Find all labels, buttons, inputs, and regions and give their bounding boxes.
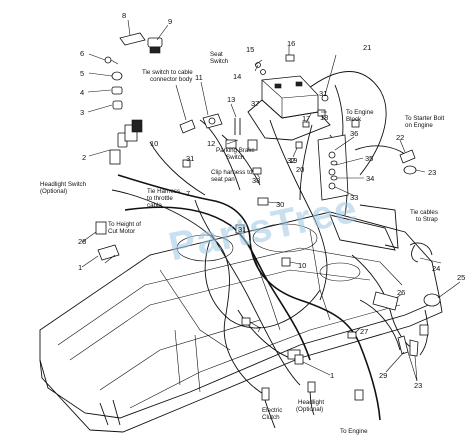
caption-tie-switch: Tie switch to cable connector body	[142, 69, 194, 83]
callout-38: 38	[252, 176, 260, 185]
caption-starter-bolt: To Starter Bolt on Engine	[405, 115, 446, 129]
callout-25: 25	[457, 273, 465, 282]
callout-23-top: 23	[428, 168, 436, 177]
callout-8: 8	[122, 11, 126, 20]
callout-18: 18	[320, 113, 328, 122]
captions: Seat Switch Tie switch to cable connecto…	[40, 51, 446, 435]
callout-17: 17	[302, 114, 310, 123]
callout-36: 36	[350, 129, 358, 138]
callout-34: 34	[366, 174, 374, 183]
caption-headlight-switch: Headlight Switch (Optional)	[40, 181, 88, 195]
callout-1-left: 1	[78, 263, 82, 272]
callout-7-top: 7	[186, 189, 190, 198]
caption-seat-switch: Seat Switch	[210, 51, 229, 65]
callout-3: 3	[80, 108, 84, 117]
callout-5: 5	[80, 69, 84, 78]
components	[95, 32, 441, 401]
callout-27: 27	[360, 327, 368, 336]
callout-6: 6	[80, 49, 84, 58]
callout-29: 29	[379, 371, 387, 380]
callout-7-low: 7	[257, 325, 261, 334]
callout-14: 14	[233, 72, 241, 81]
caption-clip-harness: Clip harness to seat pan	[211, 169, 254, 183]
callout-31-top: 31	[319, 89, 327, 98]
leader-lines	[81, 19, 461, 382]
callout-22: 22	[396, 133, 404, 142]
callout-9: 9	[168, 17, 172, 26]
caption-headlight: Headlight (Optional)	[296, 399, 326, 413]
caption-tie-cables: Tie cables to Strap	[410, 209, 440, 223]
callout-21: 21	[363, 43, 371, 52]
caption-parking-brake: Parking Brake Switch	[216, 147, 257, 161]
callout-13: 13	[227, 95, 235, 104]
callout-28: 28	[78, 237, 86, 246]
caption-height-of-cut: To Height of Cut Motor	[108, 221, 143, 235]
callout-19-real: 19	[289, 156, 297, 165]
callout-23-low: 23	[414, 381, 422, 390]
callout-26: 26	[397, 288, 405, 297]
callout-32: 32	[287, 156, 295, 165]
callout-30: 30	[276, 200, 284, 209]
callout-15: 15	[246, 45, 254, 54]
part-callouts: 8 9 6 5 4 3 2 11 10 13 12 15 16 14 37 21…	[78, 11, 465, 390]
caption-tie-harness: Tie Harness to throttle cable	[147, 188, 182, 209]
callout-16: 16	[287, 39, 295, 48]
caption-engine-block: To Engine Block	[346, 109, 375, 123]
callout-33: 33	[350, 193, 358, 202]
callout-11: 11	[195, 73, 203, 82]
callout-31-low: 31	[238, 225, 246, 234]
callout-12: 12	[207, 139, 215, 148]
caption-electric-clutch: Electric Clutch	[262, 407, 284, 421]
callout-35: 35	[365, 154, 373, 163]
callout-2: 2	[82, 153, 86, 162]
callout-24: 24	[432, 264, 440, 273]
callout-4: 4	[80, 88, 84, 97]
callout-31-mid: 31	[186, 154, 194, 163]
callout-10-mid: 10	[298, 261, 306, 270]
callout-37: 37	[251, 99, 259, 108]
mower-deck	[39, 204, 443, 433]
callout-20: 20	[296, 165, 304, 174]
callout-10: 10	[150, 139, 158, 148]
callout-1-low: 1	[330, 371, 334, 380]
part-8-shape	[119, 32, 146, 46]
caption-to-engine: To Engine	[340, 428, 368, 435]
